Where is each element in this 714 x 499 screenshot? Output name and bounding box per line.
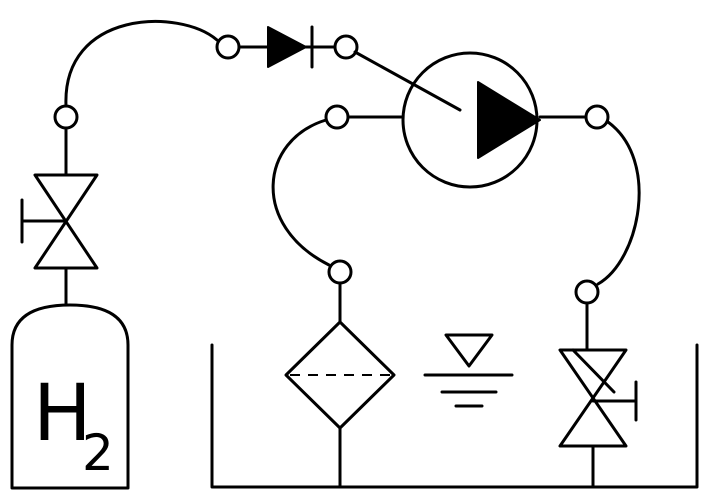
gas-cylinder: H 2 (10, 303, 130, 490)
check-valve (237, 25, 337, 69)
port-pump-inlet (324, 104, 350, 130)
filter (284, 281, 396, 489)
port-filter (327, 259, 353, 285)
port-pump-outlet (584, 104, 610, 130)
pump-drive-line (353, 50, 462, 112)
shutoff-valve-right (558, 301, 638, 489)
reservoir-tank (210, 343, 699, 489)
cylinder-subscript: 2 (82, 424, 114, 482)
pump (346, 50, 588, 189)
hose-filter-to-pump (271, 118, 331, 267)
hose-cylinder-to-check (64, 19, 219, 108)
port-top-left (215, 34, 241, 60)
port-valve-right (574, 279, 600, 305)
hose-pump-to-valve (596, 120, 641, 286)
port-top-right (333, 34, 359, 60)
port-left (53, 104, 79, 130)
shutoff-valve-left (20, 128, 99, 307)
fluid-level-symbol (423, 333, 514, 408)
cylinder-label: H (33, 369, 92, 459)
